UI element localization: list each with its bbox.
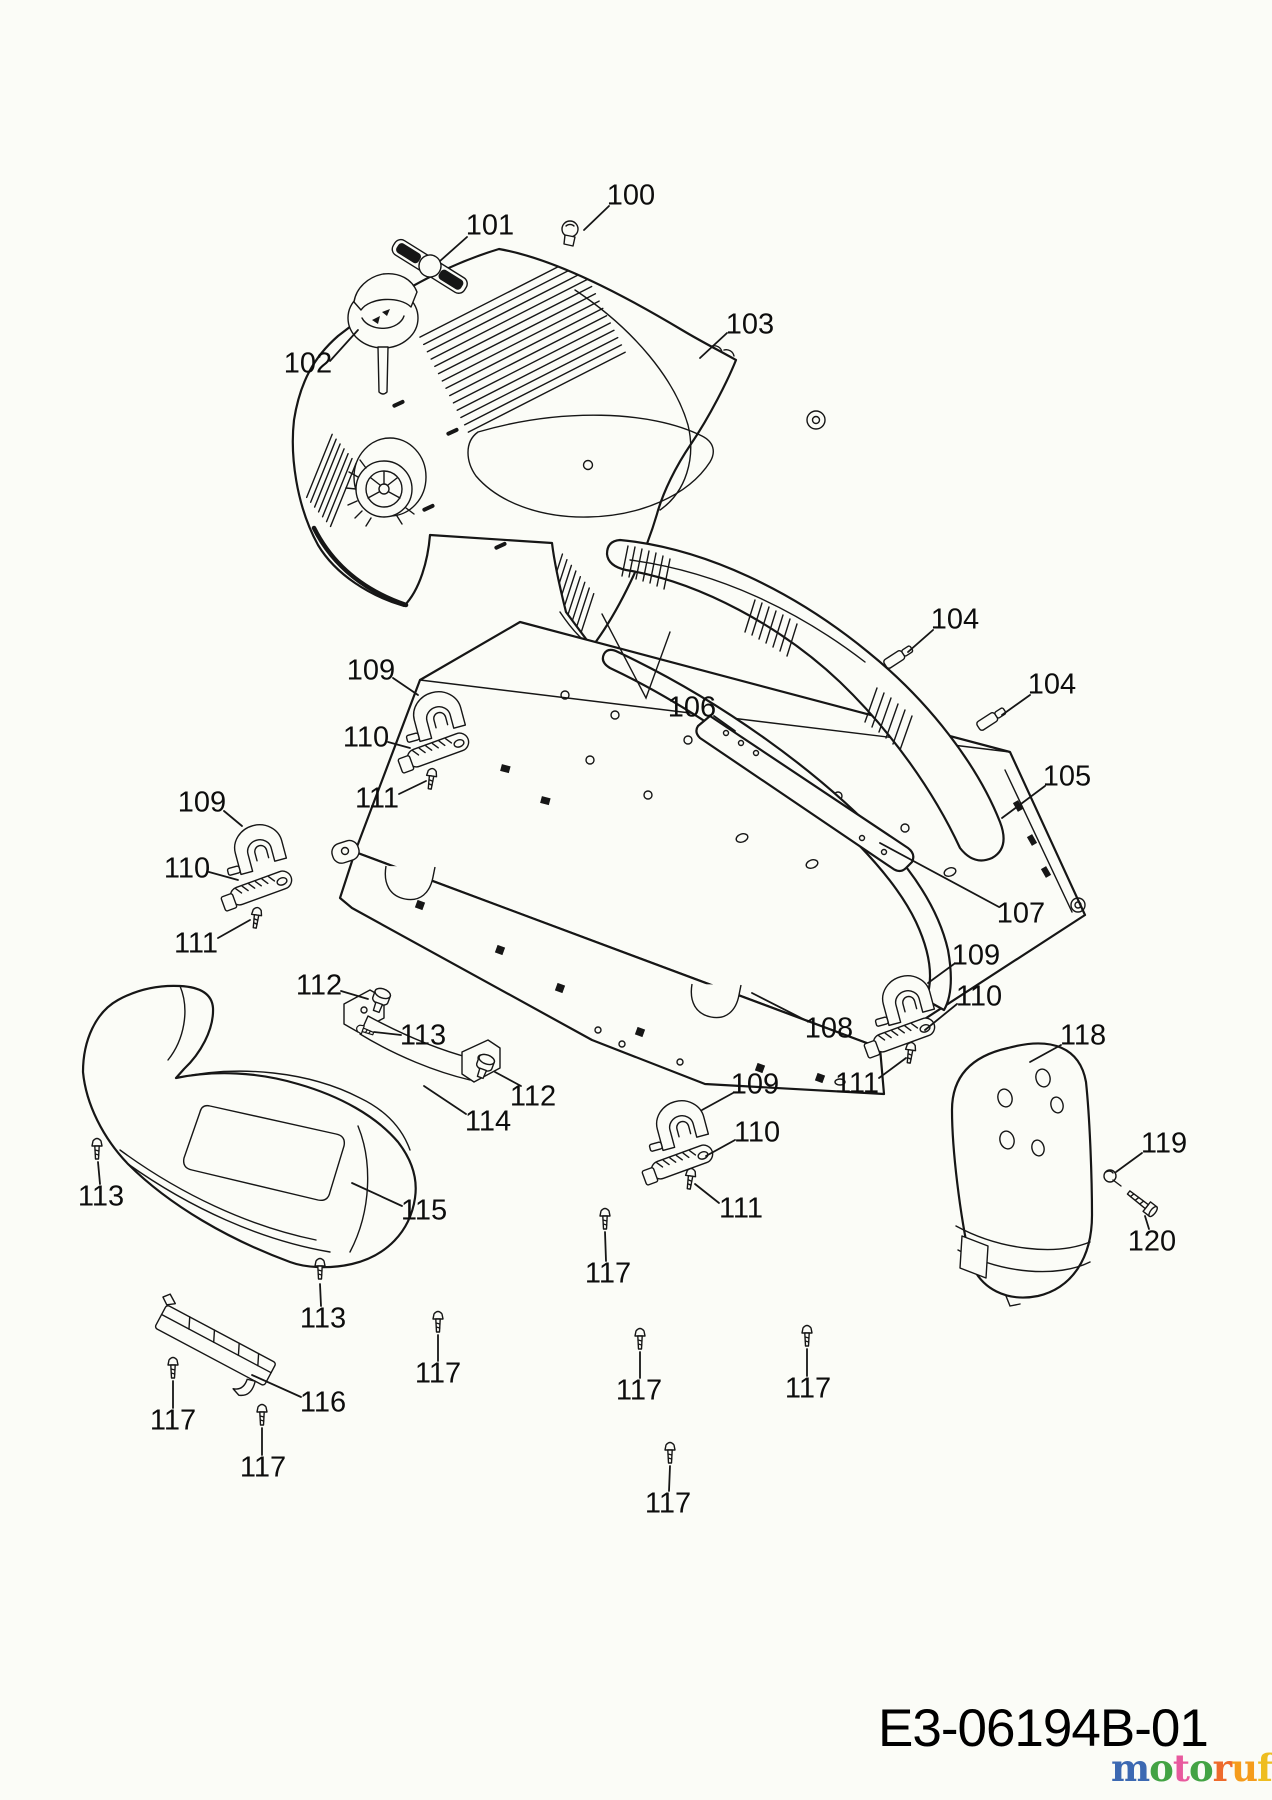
part-number-callout-120: 120 <box>1127 1225 1177 1258</box>
brand-letters: motoruf <box>1111 1746 1272 1790</box>
brand-letter: m <box>1111 1746 1150 1790</box>
part-number-callout-106: 106 <box>667 691 717 724</box>
part-number-callout-116: 116 <box>299 1386 347 1419</box>
part-number-callout-113: 113 <box>77 1180 125 1213</box>
brand-letter: t <box>1172 1746 1190 1790</box>
part-number-callout-113: 113 <box>399 1019 447 1052</box>
part-number-callout-109: 109 <box>730 1068 780 1101</box>
part-number-callout-110: 110 <box>163 852 211 885</box>
part-number-callout-112: 112 <box>509 1080 557 1113</box>
part-number-callout-111: 111 <box>834 1067 880 1100</box>
part-105-cover-drawing <box>601 538 1005 862</box>
part-number-callout-102: 102 <box>283 347 333 380</box>
part-number-callout-115: 115 <box>400 1194 448 1227</box>
part-number-callout-107: 107 <box>996 897 1046 930</box>
part-number-callout-114: 114 <box>464 1105 512 1138</box>
part-number-callout-117: 117 <box>239 1451 287 1484</box>
part-number-callout-117: 117 <box>615 1374 663 1407</box>
part-number-callout-111: 111 <box>718 1192 764 1225</box>
brand-letter: f <box>1257 1746 1272 1790</box>
part-number-callout-110: 110 <box>342 721 390 754</box>
deck-top-holes <box>560 690 957 877</box>
part-102-fuel-cap-drawing <box>347 272 419 395</box>
callout-leader-lines <box>97 205 1150 1492</box>
part-number-callout-119: 119 <box>1140 1127 1188 1160</box>
part-number-callout-110: 110 <box>733 1116 781 1149</box>
part-number-callout-117: 117 <box>584 1257 632 1290</box>
brand-letter: o <box>1149 1746 1174 1790</box>
part-number-callout-117: 117 <box>784 1372 832 1405</box>
part-number-callout-104: 104 <box>930 603 980 636</box>
part-119-screw-drawing <box>1103 1169 1122 1187</box>
part-120-bolt-drawing <box>1126 1190 1158 1218</box>
brand-letter: o <box>1188 1746 1214 1790</box>
part-100-cap-drawing <box>561 220 579 247</box>
part-number-callout-101: 101 <box>465 209 515 242</box>
part-101-badge-drawing <box>391 238 468 294</box>
part-number-callout-113: 113 <box>299 1302 347 1335</box>
hood-fuel-cap <box>345 459 415 527</box>
part-number-callout-103: 103 <box>725 308 775 341</box>
part-number-callout-110: 110 <box>955 980 1003 1013</box>
part-115-bumper-drawing <box>81 984 417 1269</box>
part-number-callout-105: 105 <box>1042 760 1092 793</box>
part-number-callout-118: 118 <box>1059 1019 1107 1052</box>
deck-corner-tab <box>331 839 360 864</box>
motoruf-watermark-logo: motoruf’.de <box>1111 1750 1272 1787</box>
part-106-support-strip-drawing <box>695 714 915 873</box>
part-number-callout-109: 109 <box>346 654 396 687</box>
part-number-callout-108: 108 <box>804 1012 854 1045</box>
part-number-callout-109: 109 <box>177 786 227 819</box>
part-number-callout-109: 109 <box>951 939 1001 972</box>
part-number-callout-117: 117 <box>414 1357 462 1390</box>
brand-letter: u <box>1231 1746 1258 1790</box>
part-number-callout-104: 104 <box>1027 668 1077 701</box>
part-number-callout-117: 117 <box>149 1404 197 1437</box>
drawing-code: E3-06194B-01 <box>878 1699 1209 1758</box>
part-116-rail-drawing <box>154 1293 276 1397</box>
brand-letter: r <box>1212 1746 1232 1790</box>
part-number-callout-111: 111 <box>173 927 219 960</box>
part-number-callout-111: 111 <box>354 782 400 815</box>
part-number-callout-112: 112 <box>295 969 343 1002</box>
part-number-callout-117: 117 <box>644 1487 692 1520</box>
hood-slot-marks <box>392 399 507 550</box>
part-number-callout-100: 100 <box>606 179 656 212</box>
part-118-side-cover-drawing <box>950 1042 1094 1307</box>
